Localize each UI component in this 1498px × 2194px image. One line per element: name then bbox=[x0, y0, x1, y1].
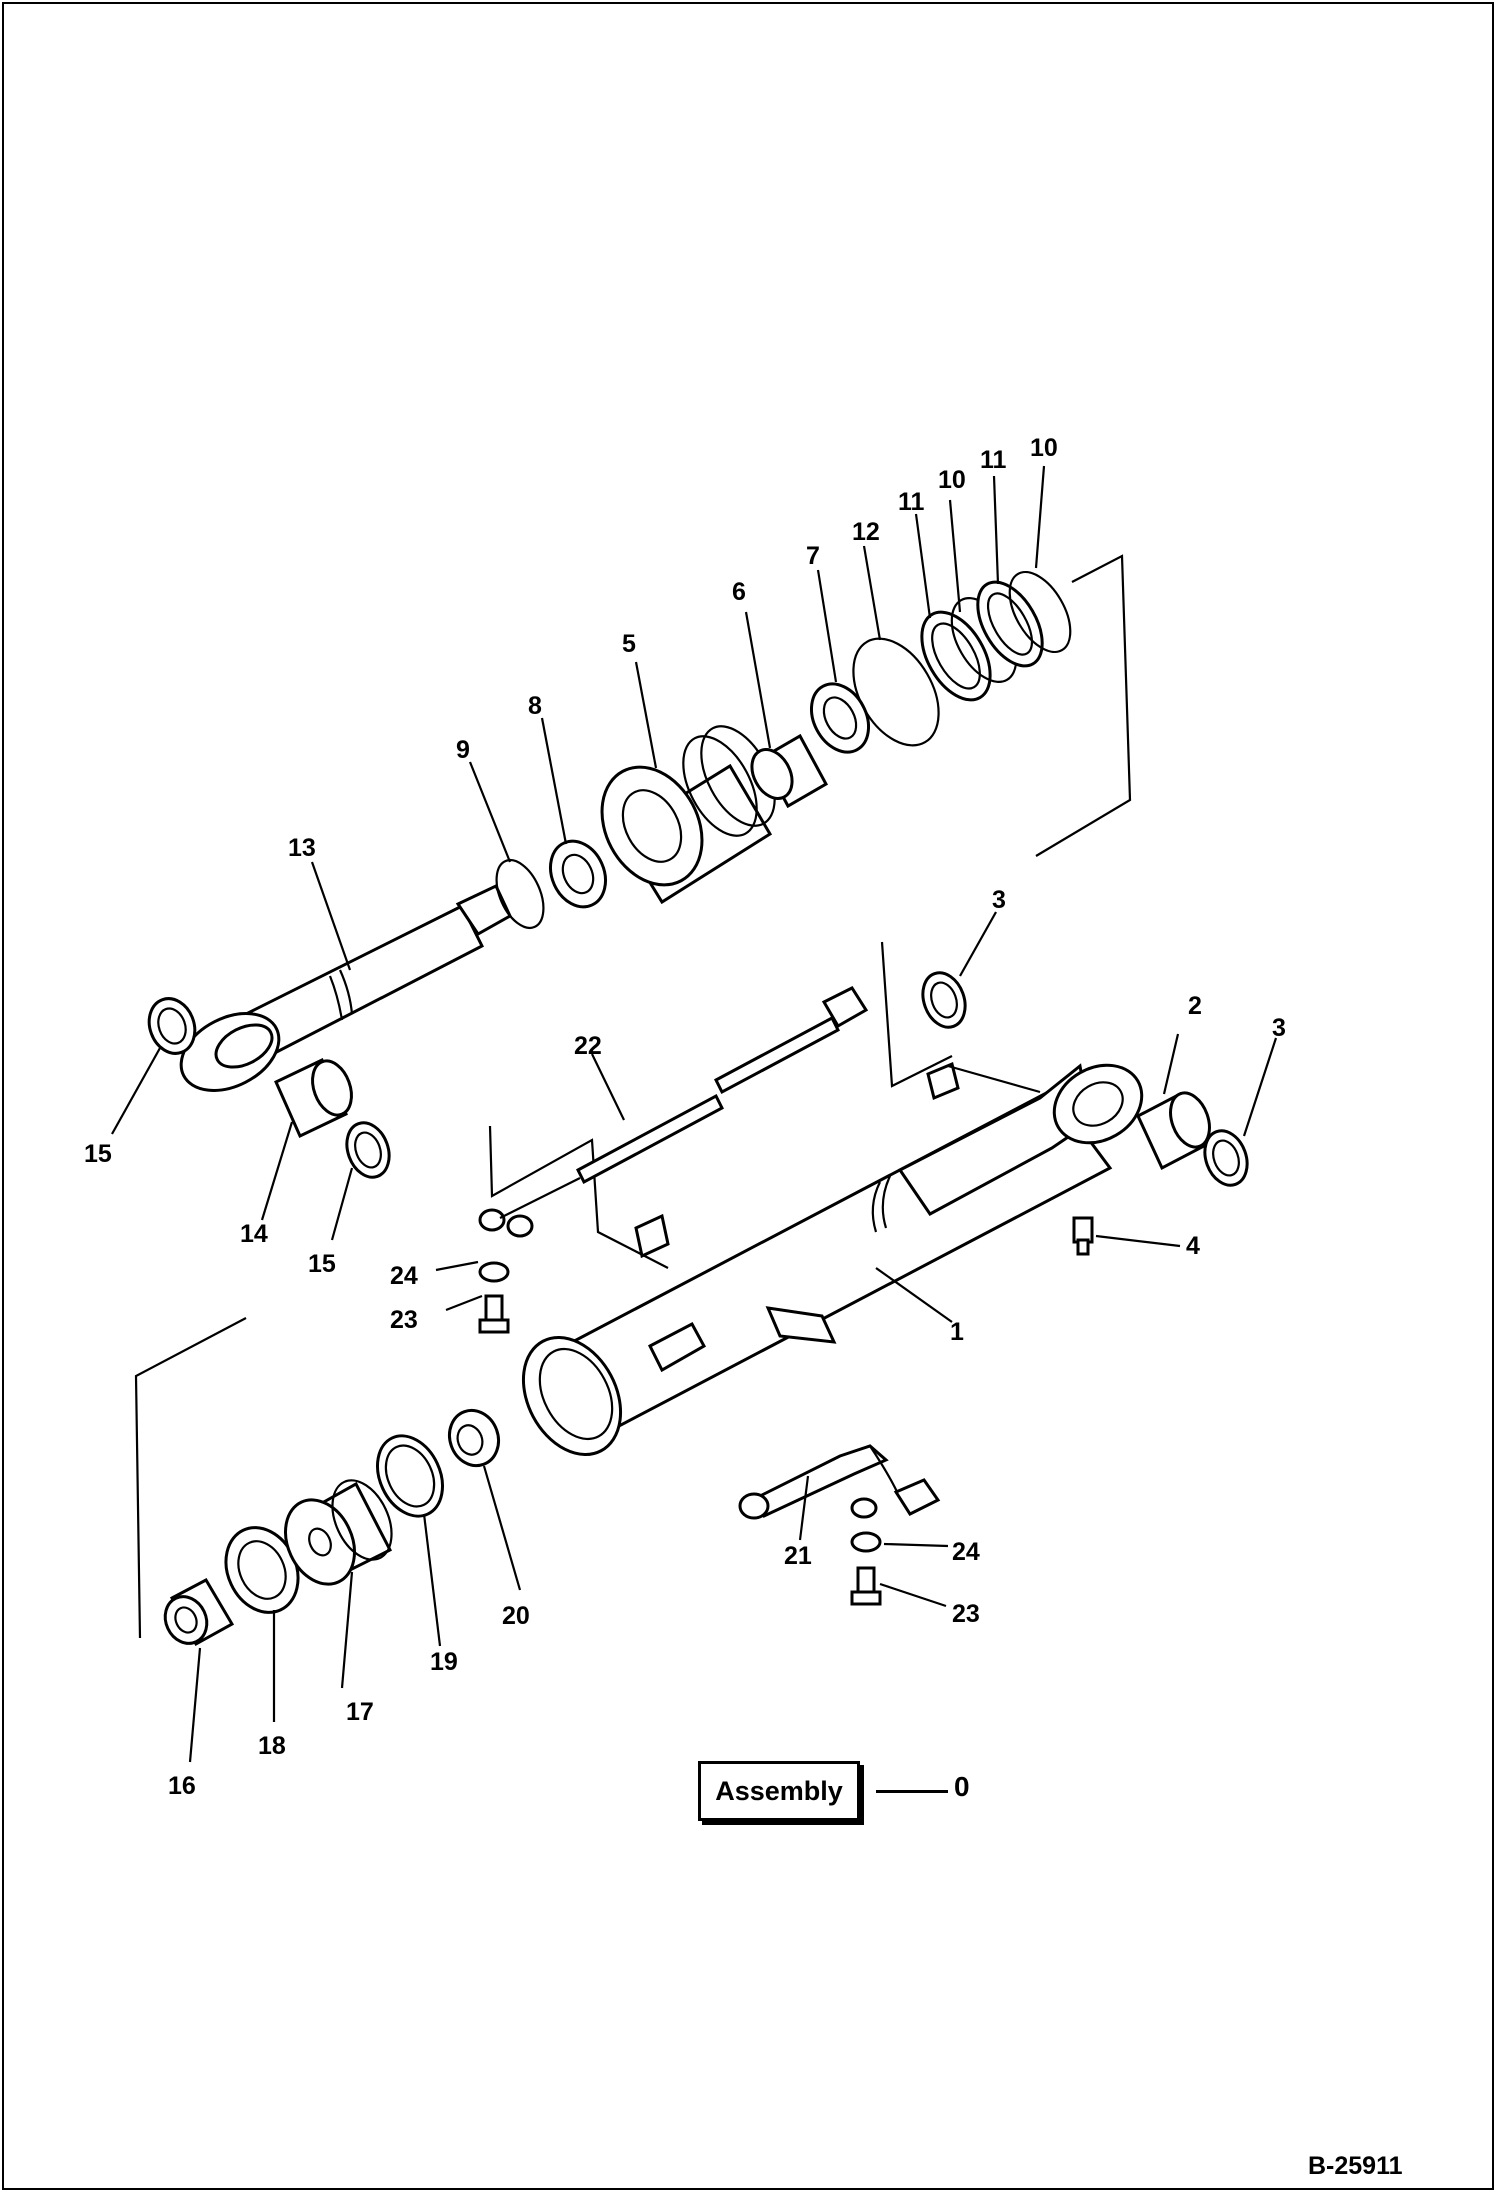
callout-24b: 24 bbox=[952, 1538, 980, 1566]
ring-10b bbox=[1008, 570, 1072, 654]
callout-3a: 3 bbox=[992, 886, 1006, 914]
drawing-number: B-25911 bbox=[1308, 2152, 1403, 2180]
piston-rod-13 bbox=[179, 883, 512, 1092]
bracket-lines bbox=[134, 554, 1132, 1639]
assembly-label-box: Assembly bbox=[698, 1761, 860, 1821]
seal-7 bbox=[809, 682, 871, 754]
ring-3a bbox=[921, 971, 967, 1029]
callout-10b: 10 bbox=[1030, 434, 1058, 462]
ring-15b bbox=[345, 1121, 391, 1179]
collar-16 bbox=[163, 1578, 235, 1647]
callout-11a: 11 bbox=[898, 488, 925, 516]
callout-18: 18 bbox=[258, 1732, 286, 1760]
callout-20: 20 bbox=[502, 1602, 530, 1630]
o-ring-12 bbox=[852, 637, 940, 747]
ring-11b bbox=[976, 580, 1044, 668]
callout-2: 2 bbox=[1188, 992, 1202, 1020]
ring-11a bbox=[920, 610, 992, 702]
callout-9: 9 bbox=[456, 736, 470, 764]
assembly-number: 0 bbox=[954, 1771, 970, 1802]
callout-23a: 23 bbox=[390, 1306, 418, 1334]
callout-23b: 23 bbox=[952, 1600, 980, 1628]
cylinder-head-5 bbox=[600, 725, 776, 905]
grease-fitting-4 bbox=[1072, 1216, 1094, 1256]
callout-15b: 15 bbox=[308, 1250, 336, 1278]
callout-17: 17 bbox=[346, 1698, 374, 1726]
callout-11b: 11 bbox=[980, 446, 1007, 474]
callout-7: 7 bbox=[806, 542, 820, 570]
seal-8 bbox=[549, 839, 607, 909]
bushing-14 bbox=[274, 1057, 353, 1139]
callout-1: 1 bbox=[950, 1318, 964, 1346]
callout-4: 4 bbox=[1186, 1232, 1200, 1260]
callout-13: 13 bbox=[288, 834, 316, 862]
ring-19 bbox=[376, 1434, 444, 1518]
callout-labels: 1 2 3 3 4 5 6 7 8 9 10 10 11 11 12 13 14… bbox=[84, 434, 1286, 1800]
callout-12: 12 bbox=[852, 518, 880, 546]
callout-8: 8 bbox=[528, 692, 542, 720]
callout-21: 21 bbox=[784, 1542, 812, 1570]
washer-24a bbox=[478, 1261, 510, 1283]
pipe-22 bbox=[478, 986, 869, 1238]
callout-5: 5 bbox=[622, 630, 636, 658]
callout-16: 16 bbox=[168, 1772, 196, 1800]
leader-lines bbox=[111, 465, 1278, 1763]
callout-15a: 15 bbox=[84, 1140, 112, 1168]
bushing-6 bbox=[750, 733, 829, 809]
callout-22: 22 bbox=[574, 1032, 602, 1060]
assembly-leader-line bbox=[876, 1790, 948, 1793]
nut-20 bbox=[447, 1408, 501, 1468]
pipe-21 bbox=[738, 1444, 941, 1520]
bolt-23a bbox=[478, 1294, 510, 1334]
callout-6: 6 bbox=[732, 578, 746, 606]
washer-24b bbox=[850, 1531, 882, 1553]
bolt-23b bbox=[850, 1566, 882, 1606]
callout-10a: 10 bbox=[938, 466, 966, 494]
assembly-label: Assembly bbox=[715, 1775, 843, 1806]
piston-17 bbox=[284, 1479, 393, 1586]
cylinder-tube-1 bbox=[521, 1061, 1144, 1457]
callout-19: 19 bbox=[430, 1648, 458, 1676]
snap-ring-9 bbox=[495, 859, 545, 929]
callout-24a: 24 bbox=[390, 1262, 418, 1290]
callout-3b: 3 bbox=[1272, 1014, 1286, 1042]
callout-14: 14 bbox=[240, 1220, 268, 1248]
